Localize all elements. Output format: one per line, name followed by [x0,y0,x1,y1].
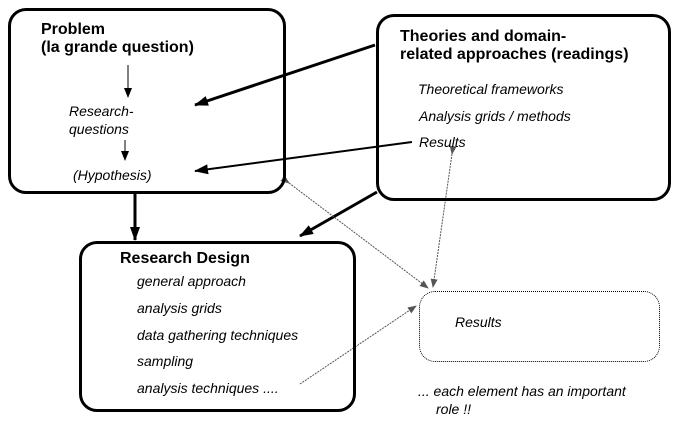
research-questions-line1: Research- [69,103,134,119]
research-design-title: Research Design [120,250,250,267]
research-design-box [79,241,356,412]
results-box [419,291,660,362]
problem-title-line2: (la grande question) [41,39,194,56]
problem-title-line1: Problem [41,21,106,38]
note-line1: ... each element has an important [418,383,626,399]
arrow-results-to-hypothesis [194,141,413,175]
results-label: Results [455,314,502,330]
research-questions-line2: questions [69,121,129,137]
arrow-results-theory-link [430,145,457,288]
design-item-general-approach: general approach [137,273,246,289]
note-line2: role !! [436,401,472,417]
theories-item-grids: Analysis grids / methods [419,108,571,124]
hypothesis-label: (Hypothesis) [73,167,152,183]
theories-title-line1: Theories and domain- [400,28,567,45]
arrow-design-to-results [299,305,417,385]
design-item-sampling: sampling [137,353,194,369]
design-item-analysis-techniques: analysis techniques .... [137,380,279,396]
problem-box [8,8,286,194]
arrow-theories-to-design [299,190,378,238]
theories-title-line2: related approaches (readings) [400,46,629,63]
design-item-data-gathering: data gathering techniques [137,327,299,343]
theories-item-frameworks: Theoretical frameworks [418,81,564,97]
design-item-analysis-grids: analysis grids [137,300,222,316]
arrow-results-problem-link [280,175,429,289]
theories-item-results: Results [419,134,466,150]
theories-box [376,14,671,201]
